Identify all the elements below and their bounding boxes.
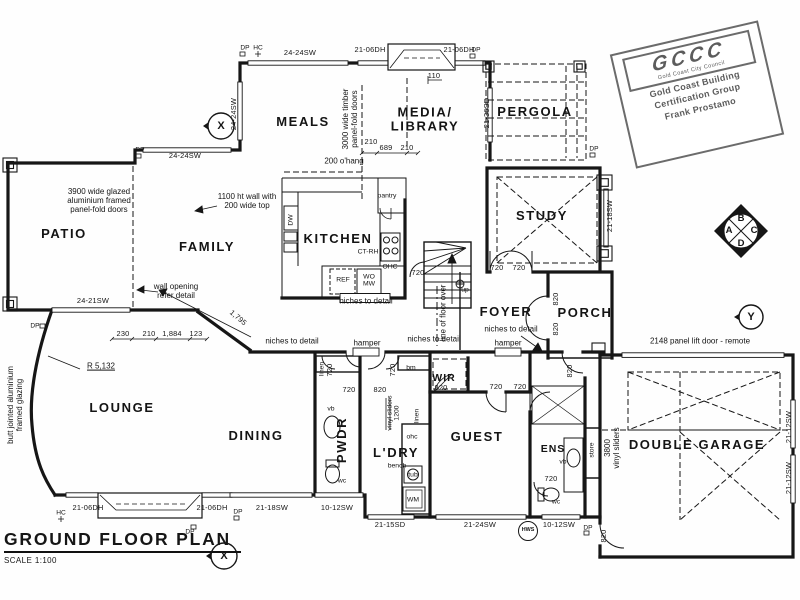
doors (321, 250, 625, 549)
dimension-lines (47, 76, 543, 370)
plan-scale: SCALE 1:100 (4, 556, 57, 565)
kitchen-fixtures (281, 177, 407, 303)
elevation-marker-diamond (714, 204, 768, 258)
section-marker-y (734, 304, 764, 330)
plumbing-fixtures (323, 347, 585, 541)
page-title: GROUND FLOOR PLAN (4, 529, 241, 553)
dashed-lines (132, 63, 790, 521)
bay-windows (97, 43, 456, 519)
title-block: GROUND FLOOR PLAN SCALE 1:100 (4, 529, 241, 565)
section-marker-x-top (203, 112, 235, 140)
windows (51, 60, 796, 520)
minor-walls (315, 241, 612, 515)
site-symbols (39, 51, 596, 536)
stairs (423, 241, 471, 304)
bay-window-detail (99, 49, 455, 511)
